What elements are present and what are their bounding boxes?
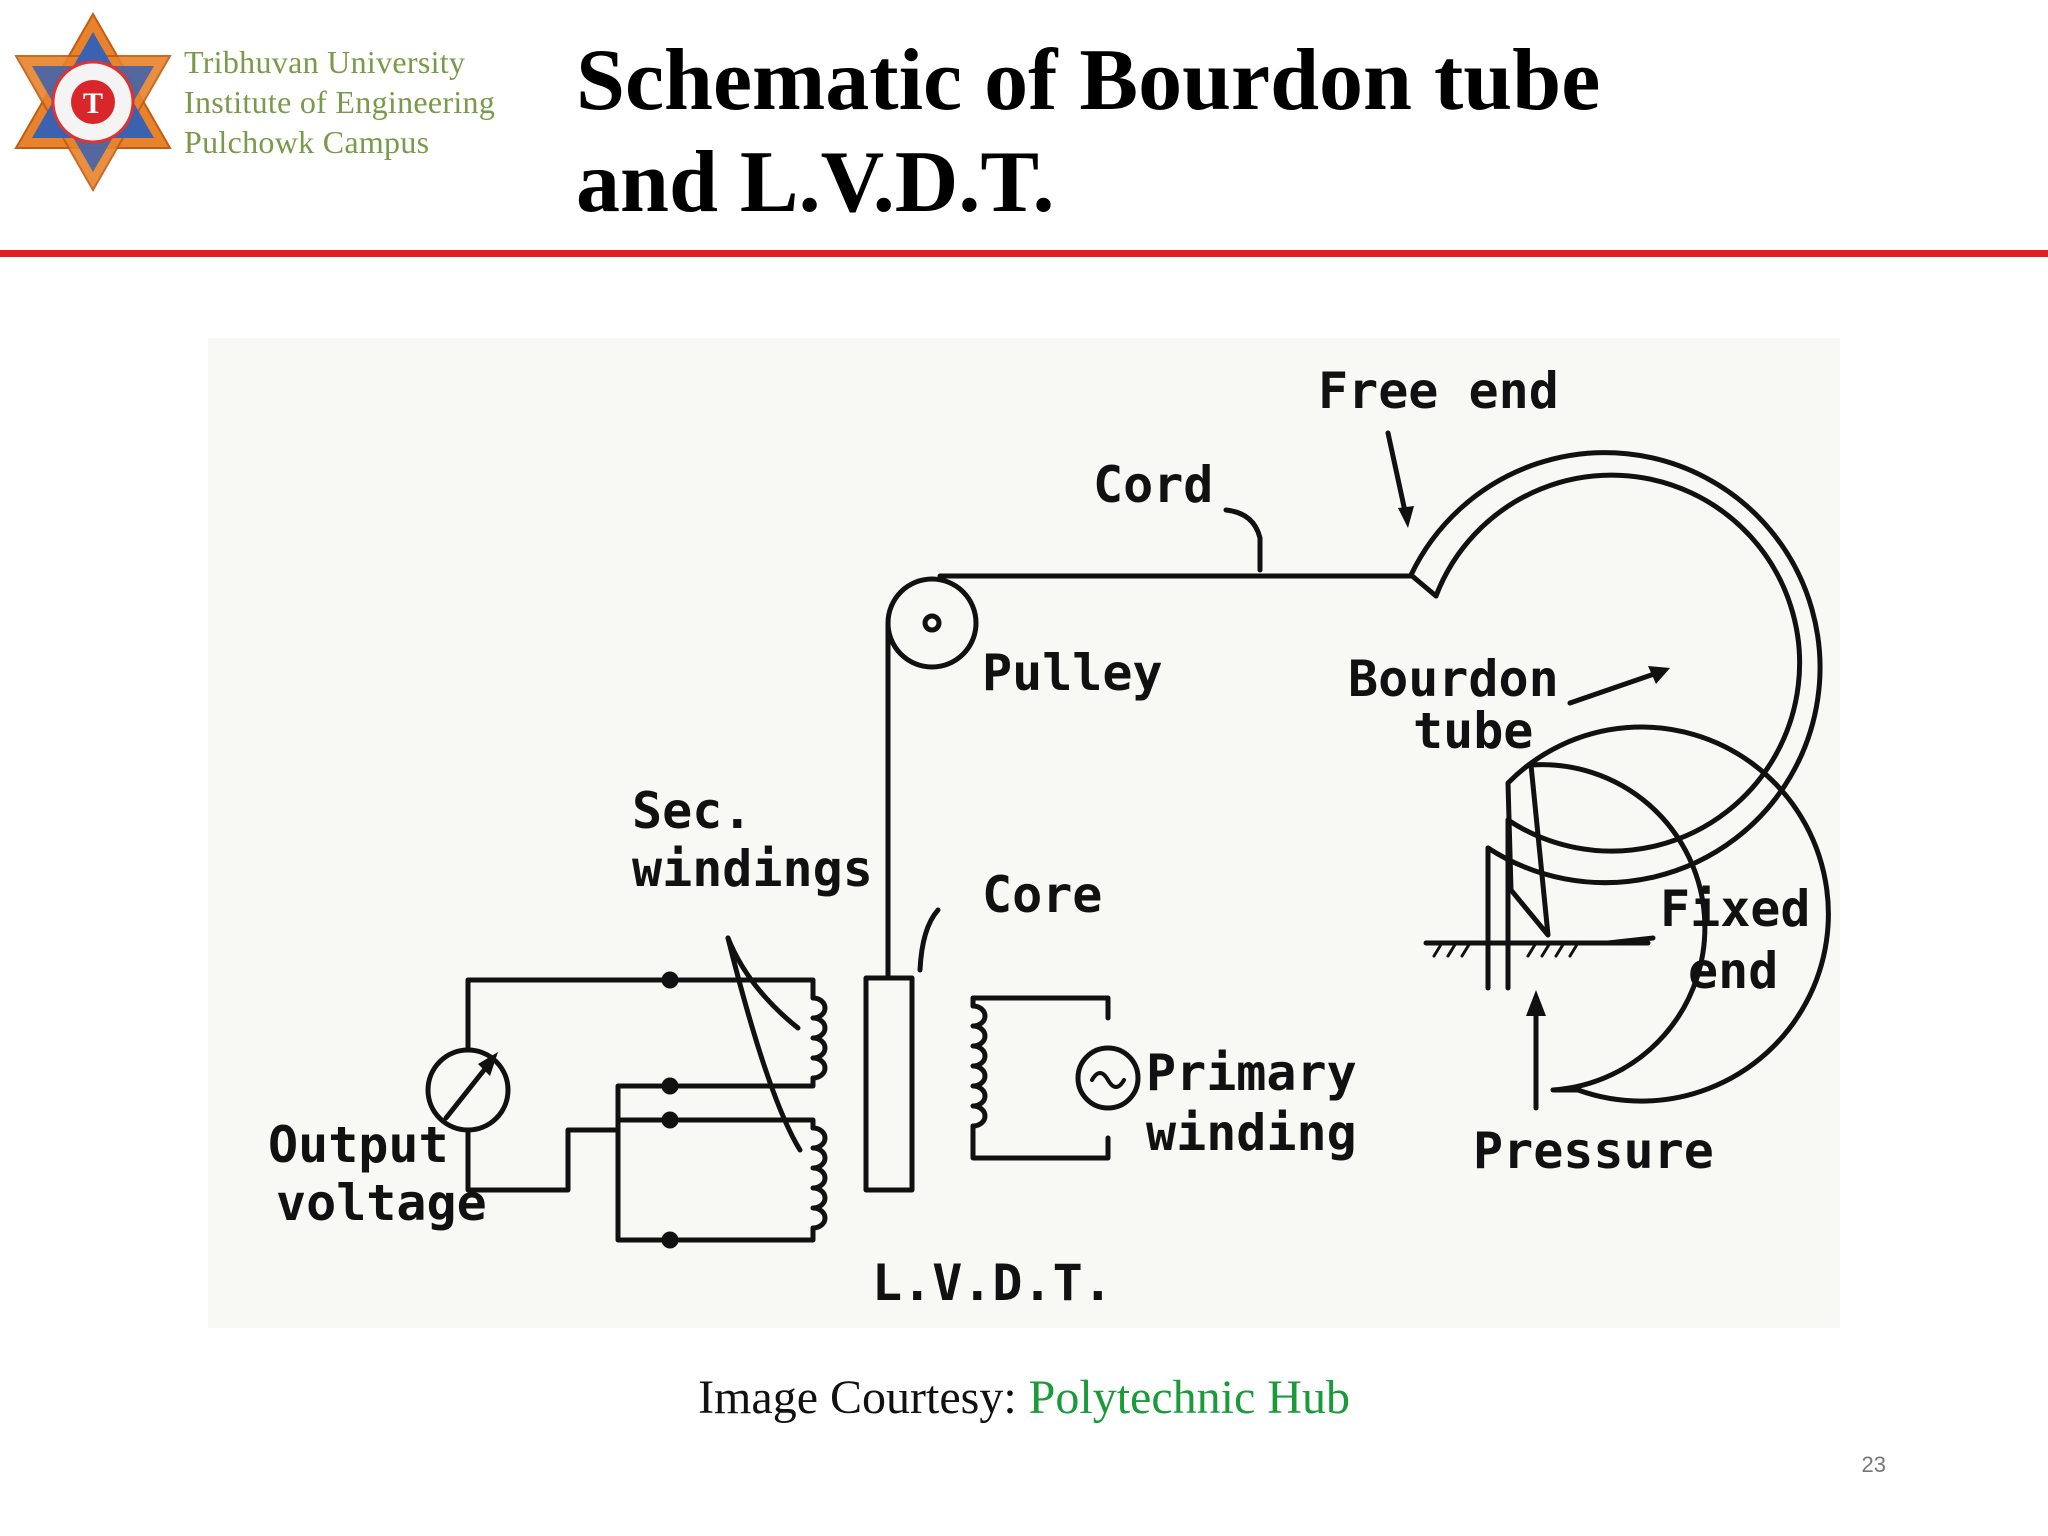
label-free-end: Free end: [1318, 362, 1559, 420]
institution-line: Tribhuvan University: [184, 44, 466, 80]
bourdon-tube-outer: [1408, 450, 1823, 886]
bourdon-tube-inner: [1433, 472, 1803, 854]
university-logo: T: [14, 12, 172, 192]
label-primary-winding: winding: [1146, 1104, 1357, 1162]
label-sec-windings: windings: [632, 840, 873, 898]
label-sec-windings: Sec.: [632, 782, 752, 840]
sec-coil-upper: [810, 995, 828, 1081]
label-output-voltage: voltage: [276, 1174, 487, 1232]
schematic-svg: Free end Cord Pulley Bourdon tube Sec. w…: [268, 362, 1831, 1312]
sec-coil-lower: [810, 1125, 828, 1231]
label-pulley: Pulley: [982, 644, 1163, 702]
lvdt-core: [863, 975, 915, 1193]
courtesy-prefix: Image Courtesy:: [698, 1371, 1029, 1424]
ground-hatch: [1432, 941, 1580, 958]
leader-fixed-end: [1605, 935, 1656, 946]
label-bourdon-tube: tube: [1413, 702, 1533, 760]
label-fixed-end: Fixed: [1660, 880, 1811, 938]
institution-line: Institute of Engineering: [184, 84, 496, 120]
leader-bourdon: [1567, 669, 1663, 706]
svg-text:T: T: [83, 87, 103, 120]
leader-free-end: [1385, 430, 1409, 519]
leader-core: [917, 907, 941, 973]
primary-coil: [970, 1003, 988, 1129]
label-core: Core: [982, 866, 1102, 924]
label-cord: Cord: [1093, 456, 1213, 514]
slide-title: Schematic of Bourdon tube and L.V.D.T.: [576, 30, 1600, 234]
page-number: 23: [1861, 1452, 1886, 1477]
leader-cord: [1223, 507, 1263, 573]
slide-title-line: Schematic of Bourdon tube: [576, 32, 1601, 129]
label-output-voltage: Output: [268, 1116, 449, 1174]
ac-source: [1075, 1045, 1141, 1111]
bourdon-tube: [1505, 724, 1831, 1104]
institution-line: Pulchowk Campus: [184, 124, 430, 160]
image-courtesy: Image Courtesy: Polytechnic Hub: [0, 1370, 2048, 1425]
institution-block: Tribhuvan University Institute of Engine…: [184, 42, 495, 162]
label-lvdt: L.V.D.T.: [872, 1254, 1113, 1312]
voltmeter: [425, 1047, 511, 1133]
slide-title-line: and L.V.D.T.: [576, 134, 1055, 231]
label-fixed-end: end: [1688, 942, 1778, 1000]
label-pressure: Pressure: [1473, 1122, 1714, 1180]
label-primary-winding: Primary: [1146, 1044, 1357, 1102]
header-divider: [0, 250, 2048, 257]
label-bourdon-tube: Bourdon: [1348, 650, 1559, 708]
pulley: [885, 576, 979, 670]
courtesy-source: Polytechnic Hub: [1028, 1371, 1350, 1424]
schematic-diagram: Free end Cord Pulley Bourdon tube Sec. w…: [208, 338, 1840, 1328]
